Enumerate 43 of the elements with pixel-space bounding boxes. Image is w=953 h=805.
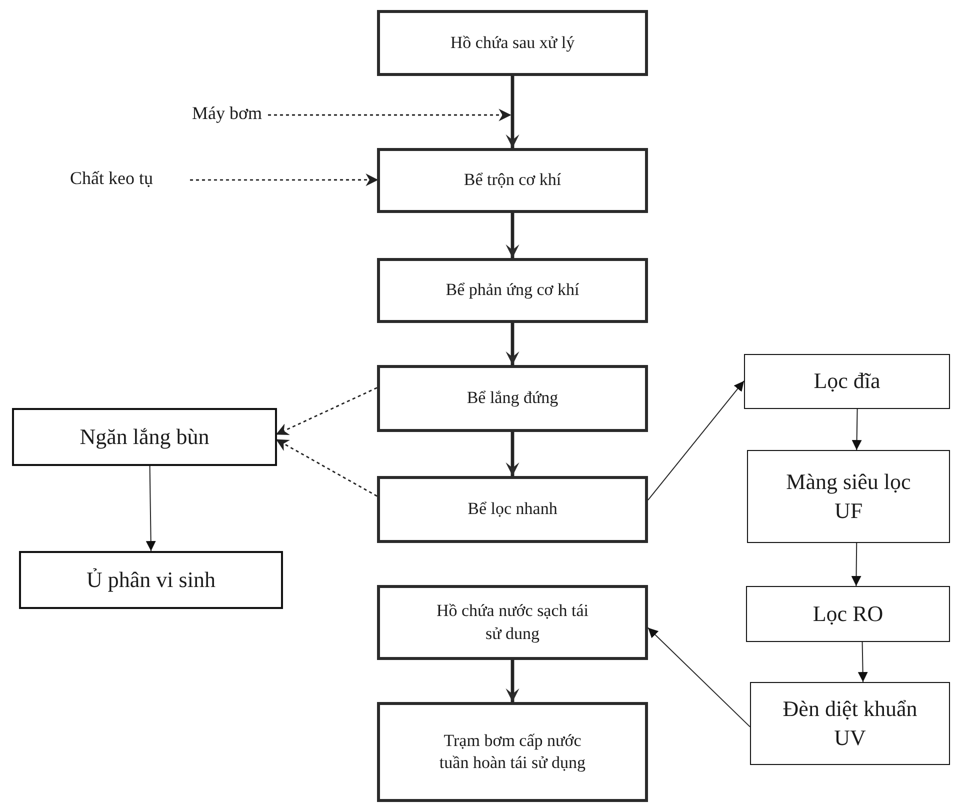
arrow	[506, 432, 520, 476]
process-box	[377, 365, 648, 432]
box-label: Lọc đĩa	[814, 367, 880, 396]
box-label: Đèn diệt khuẩn UV	[782, 694, 918, 752]
box-label: Bể trộn cơ khí	[464, 169, 562, 192]
arrow	[276, 387, 378, 436]
process-box	[377, 148, 648, 213]
arrow	[648, 380, 744, 501]
input-label: Chất keo tụ	[70, 168, 153, 190]
arrow	[506, 660, 520, 702]
arrow	[146, 466, 156, 552]
box-label: Ngăn lắng bùn	[80, 422, 210, 451]
process-box	[19, 551, 283, 609]
arrow	[268, 108, 512, 122]
box-label: Bể lọc nhanh	[468, 498, 558, 520]
arrow	[190, 174, 378, 186]
process-box	[747, 450, 950, 543]
arrow	[506, 213, 520, 258]
process-box	[377, 585, 648, 660]
box-label: Bể phản ứng cơ khí	[446, 279, 580, 302]
arrow	[506, 323, 520, 365]
box-label: Màng siêu lọc UF	[785, 468, 912, 524]
box-label: Hồ chứa nước sạch tái sử dung	[435, 600, 590, 645]
box-label: Hồ chứa sau xử lý	[450, 32, 575, 54]
process-box	[750, 682, 950, 765]
process-box	[744, 354, 950, 409]
arrow	[851, 542, 862, 586]
process-box	[377, 476, 648, 543]
arrow	[648, 627, 750, 728]
process-box	[12, 408, 277, 466]
process-box	[377, 10, 648, 76]
process-box	[746, 586, 950, 642]
process-box	[377, 702, 648, 802]
input-label: Máy bơm	[192, 103, 262, 125]
box-label: Trạm bơm cấp nước tuần hoàn tái sử dụng	[438, 730, 587, 774]
process-box	[377, 258, 648, 323]
arrow	[852, 408, 862, 450]
box-label: Ủ phân vi sinh	[86, 566, 216, 594]
box-label: Lọc RO	[812, 600, 884, 628]
arrow	[276, 439, 378, 497]
box-label: Bể lắng đứng	[466, 387, 558, 410]
arrow	[858, 642, 868, 682]
arrow	[506, 76, 520, 148]
